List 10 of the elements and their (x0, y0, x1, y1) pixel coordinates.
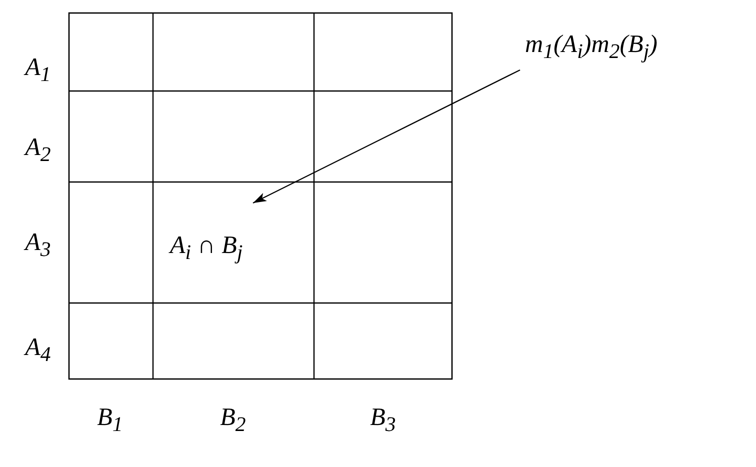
formula-label: m$_{1}$(A$_{i}$)m$_{2}$(B$_{j}$) (525, 32, 725, 64)
arrow (252, 69, 520, 204)
column-label: B$_{3}$ (370, 405, 396, 435)
column-label: B$_{2}$ (220, 405, 246, 435)
row-label: A$_{1}$ (25, 55, 51, 85)
row-label: A$_{3}$ (25, 230, 51, 260)
row-label: A$_{2}$ (25, 135, 51, 165)
column-label: B$_{1}$ (97, 405, 123, 435)
intersection-label: A$_{i}$ ∩ B$_{j}$ (170, 203, 290, 271)
row-label: A$_{4}$ (25, 335, 51, 365)
